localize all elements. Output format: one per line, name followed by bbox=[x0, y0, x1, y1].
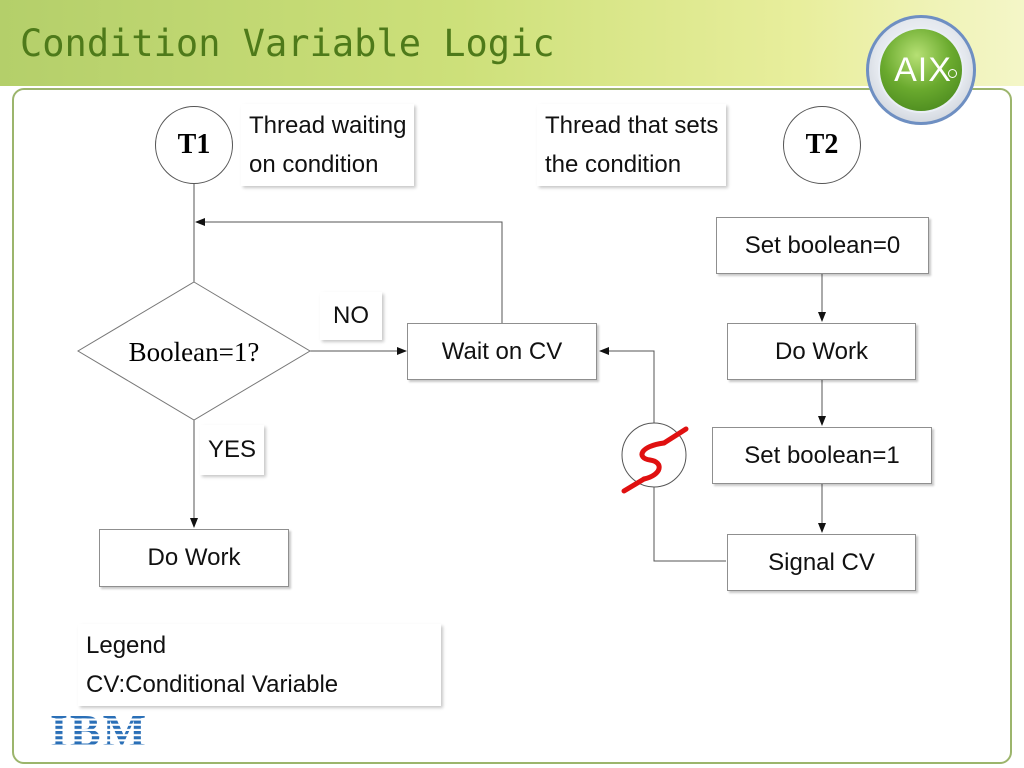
decision-label: Boolean=1? bbox=[128, 336, 260, 367]
legend-title: Legend bbox=[86, 632, 167, 659]
wait-on-cv-box: Wait on CV bbox=[407, 323, 597, 380]
legend-entry: CV:Conditional Variable bbox=[86, 671, 339, 698]
registered-mark-icon bbox=[948, 69, 957, 78]
t1-circle: T1 bbox=[155, 106, 233, 184]
t2-step-set-boolean-1: Set boolean=1 bbox=[712, 427, 932, 484]
t2-description-line-1: Thread that sets bbox=[545, 112, 719, 139]
t2-description: Thread that sets the condition bbox=[537, 104, 727, 186]
aix-logo: AIX bbox=[866, 15, 976, 125]
t2-circle: T2 bbox=[783, 106, 861, 184]
ibm-logo: IBM bbox=[50, 705, 148, 751]
t2-step-signal-cv: Signal CV bbox=[727, 534, 916, 591]
title-bar: Condition Variable Logic bbox=[0, 0, 1024, 86]
ibm-logo-text: IBM bbox=[50, 705, 148, 751]
broken-signal-icon bbox=[621, 426, 689, 494]
yes-label: YES bbox=[200, 425, 264, 475]
loop-back-connector bbox=[195, 218, 503, 323]
legend: Legend CV:Conditional Variable bbox=[78, 624, 441, 706]
decision-diamond bbox=[77, 281, 311, 421]
t2-step-do-work: Do Work bbox=[727, 323, 916, 380]
slide-title: Condition Variable Logic bbox=[20, 22, 555, 65]
t2-step-set-boolean-0: Set boolean=0 bbox=[716, 217, 929, 274]
t1-description-line-1: Thread waiting bbox=[249, 112, 407, 139]
aix-logo-badge: AIX bbox=[878, 27, 964, 113]
t2-description-line-2: the condition bbox=[545, 151, 682, 178]
no-label: NO bbox=[320, 292, 382, 340]
t1-description-line-2: on condition bbox=[249, 151, 379, 178]
t1-description: Thread waiting on condition bbox=[241, 104, 415, 186]
aix-logo-text: AIX bbox=[894, 51, 952, 89]
t1-do-work-box: Do Work bbox=[99, 529, 289, 587]
